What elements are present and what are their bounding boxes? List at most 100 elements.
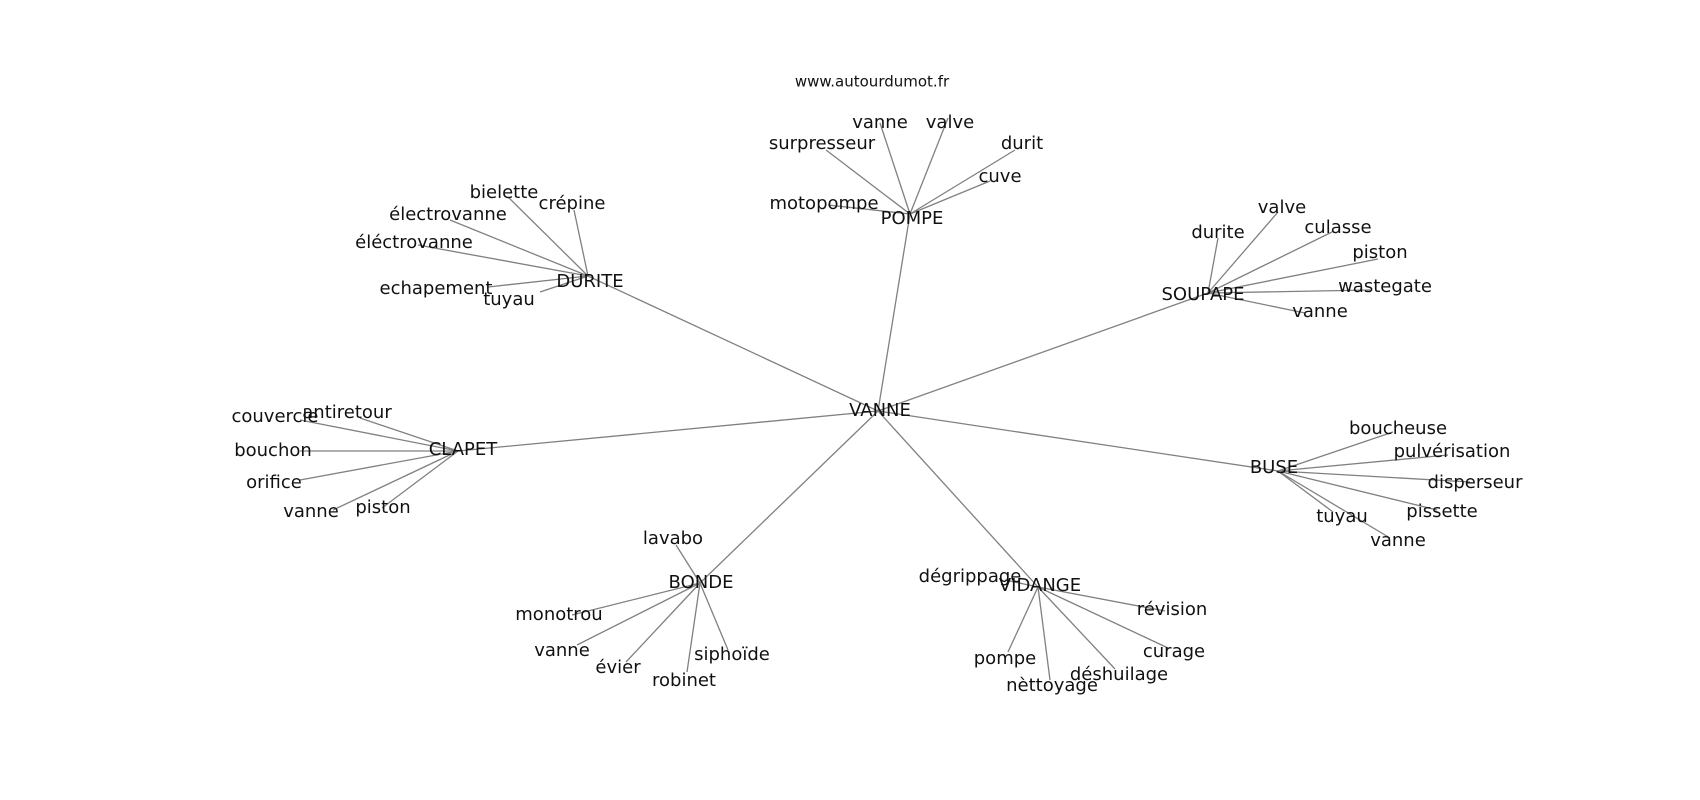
word-node: monotrou xyxy=(515,604,602,625)
edge-durite-to-word xyxy=(507,196,589,277)
word-node: crépine xyxy=(539,193,606,214)
edge-bonde-to-word xyxy=(571,582,701,616)
word-node: dégrippage xyxy=(919,566,1022,587)
edge-vidange-to-word xyxy=(1007,586,1039,653)
word-node: pulvérisation xyxy=(1394,441,1511,462)
edge-vidange-to-word xyxy=(1037,586,1116,670)
edge-bonde-to-word xyxy=(686,582,701,673)
edge-vidange-to-word xyxy=(1037,586,1169,649)
word-node: déshuilage xyxy=(1070,664,1168,685)
edge-soupape-to-word xyxy=(1207,258,1379,294)
word-node: nèttoyage xyxy=(1006,675,1098,696)
graph-edges xyxy=(299,117,1471,681)
edge-buse-to-word xyxy=(1277,470,1334,513)
word-node: pissette xyxy=(1406,501,1477,522)
word-node: valve xyxy=(926,112,974,133)
edge-center-to-vidange xyxy=(877,410,1039,588)
edge-pompe-to-word xyxy=(879,122,911,215)
word-node: tuyau xyxy=(1316,506,1368,527)
hub-node-soupape: SOUPAPE xyxy=(1161,284,1244,305)
word-node: piston xyxy=(355,497,410,518)
edge-center-to-bonde xyxy=(699,410,879,584)
edge-vidange-to-word xyxy=(1037,586,1051,681)
edge-pompe-to-word xyxy=(909,180,991,215)
edge-bonde-to-word xyxy=(576,582,701,646)
word-node: siphoïde xyxy=(694,644,770,665)
edge-buse-to-word xyxy=(1277,454,1449,472)
word-node: valve xyxy=(1258,197,1306,218)
edge-clapet-to-word xyxy=(381,450,459,509)
hub-node-vidange: VIDANGE xyxy=(999,575,1081,596)
word-node: disperseur xyxy=(1428,472,1524,493)
hub-node-clapet: CLAPET xyxy=(429,439,499,460)
edge-soupape-to-word xyxy=(1207,211,1279,294)
word-node: vanne xyxy=(852,112,908,133)
word-node: antiretour xyxy=(302,402,392,423)
edge-vidange-to-word xyxy=(1004,579,1039,588)
edge-vidange-to-word xyxy=(1037,586,1166,612)
edge-center-to-buse xyxy=(877,410,1279,472)
word-node: vanne xyxy=(283,501,339,522)
word-node: évier xyxy=(595,657,641,678)
edge-buse-to-word xyxy=(1277,431,1394,472)
edge-soupape-to-word xyxy=(1207,231,1333,294)
hub-node-bonde: BONDE xyxy=(669,572,734,593)
hub-node-durite: DURITE xyxy=(556,271,623,292)
word-node: électrovanne xyxy=(389,204,507,225)
edge-clapet-to-word xyxy=(299,419,459,452)
word-node: vanne xyxy=(1370,530,1426,551)
edge-clapet-to-word xyxy=(332,450,459,511)
edge-soupape-to-word xyxy=(1207,237,1219,294)
edge-clapet-to-word xyxy=(359,417,459,452)
word-node: vanne xyxy=(1292,301,1348,322)
edge-durite-to-word xyxy=(573,209,589,277)
edge-center-to-clapet xyxy=(457,410,879,452)
word-node: motopompe xyxy=(769,193,878,214)
edge-clapet-to-word xyxy=(299,450,459,481)
edge-center-to-pompe xyxy=(877,213,911,412)
graph-labels: www.autourdumot.fr VANNE POMPE vanne valve s… xyxy=(231,73,1523,697)
edge-durite-to-word xyxy=(417,244,589,277)
edge-bonde-to-word xyxy=(625,582,701,663)
word-node: révision xyxy=(1137,599,1208,620)
edge-buse-to-word xyxy=(1277,470,1438,511)
edge-pompe-to-word xyxy=(909,117,949,215)
word-node: lavabo xyxy=(643,528,703,549)
word-node: robinet xyxy=(652,670,716,691)
word-node: culasse xyxy=(1304,217,1371,238)
edge-durite-to-word xyxy=(539,275,589,293)
edge-bonde-to-word xyxy=(699,582,729,651)
word-node: durite xyxy=(1191,222,1244,243)
edge-bonde-to-word xyxy=(675,544,701,584)
edge-center-to-durite xyxy=(587,275,879,412)
word-node: orifice xyxy=(246,472,302,493)
edge-pompe-to-word xyxy=(827,204,911,215)
edge-pompe-to-word xyxy=(825,149,911,215)
word-node: vanne xyxy=(534,640,590,661)
word-node: pompe xyxy=(974,648,1036,669)
edge-soupape-to-word xyxy=(1207,292,1306,314)
word-node: tuyau xyxy=(483,289,535,310)
word-node: couvercle xyxy=(231,406,318,427)
hub-node-pompe: POMPE xyxy=(881,208,944,229)
edge-durite-to-word xyxy=(449,219,589,277)
edge-buse-to-word xyxy=(1277,470,1471,483)
word-node: piston xyxy=(1352,242,1407,263)
edge-soupape-to-word xyxy=(1207,289,1371,294)
word-node: echapement xyxy=(380,278,493,299)
word-node: éléctrovanne xyxy=(355,232,473,253)
word-node: boucheuse xyxy=(1349,418,1447,439)
edge-pompe-to-word xyxy=(909,149,1016,215)
source-watermark: www.autourdumot.fr xyxy=(795,73,950,91)
word-node: bouchon xyxy=(234,440,312,461)
word-node: cuve xyxy=(978,166,1021,187)
hub-node-buse: BUSE xyxy=(1250,457,1298,478)
center-node: VANNE xyxy=(849,400,911,421)
word-node: curage xyxy=(1143,641,1205,662)
edge-center-to-soupape xyxy=(877,292,1209,412)
word-node: durit xyxy=(1001,133,1043,154)
word-node: wastegate xyxy=(1338,276,1432,297)
word-node: bielette xyxy=(470,182,539,203)
edge-durite-to-word xyxy=(487,275,589,288)
